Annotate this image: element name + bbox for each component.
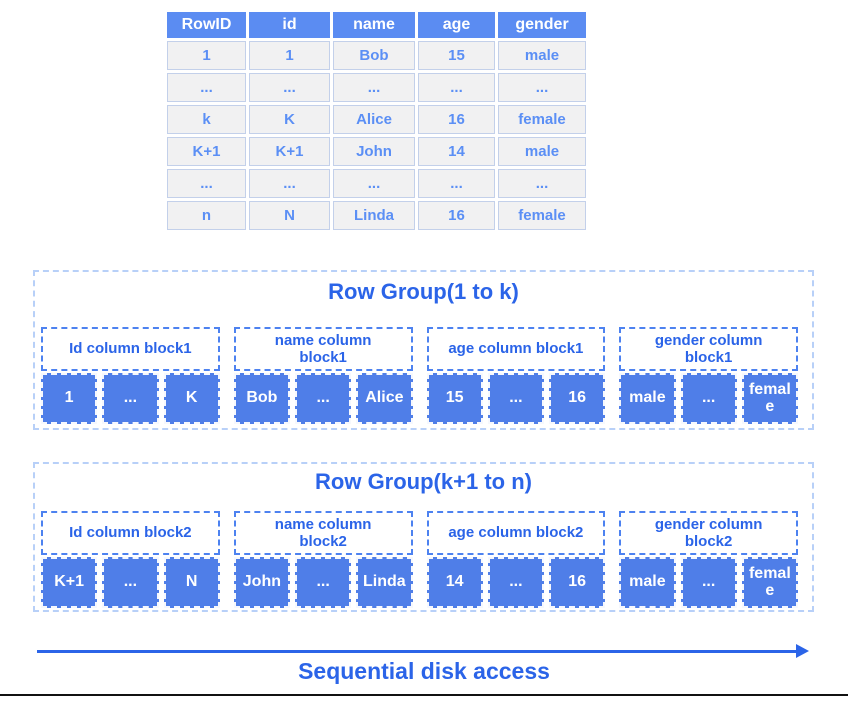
- block-cell: 14: [426, 557, 483, 608]
- column-block-label: age column block1: [426, 327, 606, 371]
- table-cell: male: [498, 137, 586, 166]
- block-cell: female: [741, 557, 798, 608]
- row-group-2: Row Group(k+1 to n) Id column block2 K+1…: [33, 462, 814, 612]
- bottom-divider: [0, 694, 848, 696]
- block-cell: ...: [295, 557, 352, 608]
- column-block-cells: Bob ... Alice: [233, 373, 413, 424]
- table-cell: ...: [167, 73, 246, 102]
- block-cell: ...: [487, 557, 544, 608]
- block-cell: Alice: [356, 373, 413, 424]
- table-cell: female: [498, 201, 586, 230]
- table-cell: K+1: [249, 137, 330, 166]
- table-cell: ...: [498, 73, 586, 102]
- table-header-cell: age: [418, 12, 495, 38]
- block-cell: ...: [680, 557, 737, 608]
- row-group-1: Row Group(1 to k) Id column block1 1 ...…: [33, 270, 814, 430]
- table-header-cell: name: [333, 12, 415, 38]
- table-cell: ...: [333, 169, 415, 198]
- block-cell: ...: [487, 373, 544, 424]
- table-cell: ...: [249, 73, 330, 102]
- table-cell: k: [167, 105, 246, 134]
- table-cell: Linda: [333, 201, 415, 230]
- table-cell: n: [167, 201, 246, 230]
- column-block-cells: male ... female: [619, 373, 798, 424]
- table-cell: 15: [418, 41, 495, 70]
- table-cell: female: [498, 105, 586, 134]
- column-block-label: gender column block1: [619, 327, 798, 371]
- column-block-cells: 14 ... 16: [426, 557, 606, 608]
- table-cell: N: [249, 201, 330, 230]
- table-cell: ...: [333, 73, 415, 102]
- column-block-cells: 1 ... K: [41, 373, 220, 424]
- table-cell: John: [333, 137, 415, 166]
- column-block-label: name column block1: [233, 327, 413, 371]
- block-cell: male: [619, 557, 676, 608]
- block-cell: John: [233, 557, 290, 608]
- table-cell: 1: [167, 41, 246, 70]
- column-block-name: name column block2 John ... Linda: [233, 511, 413, 608]
- block-cell: ...: [102, 373, 159, 424]
- block-cell: 16: [549, 373, 606, 424]
- column-block-label: name column block2: [233, 511, 413, 555]
- row-group-blocks: Id column block2 K+1 ... N name column b…: [35, 511, 812, 608]
- column-block-cells: John ... Linda: [233, 557, 413, 608]
- block-cell: 1: [41, 373, 98, 424]
- table-cell: Bob: [333, 41, 415, 70]
- table-header-cell: RowID: [167, 12, 246, 38]
- row-group-title: Row Group(1 to k): [328, 279, 519, 304]
- column-block-gender: gender column block2 male ... female: [619, 511, 798, 608]
- block-cell: 16: [549, 557, 606, 608]
- block-cell: female: [741, 373, 798, 424]
- column-block-cells: 15 ... 16: [426, 373, 606, 424]
- table-header-cell: gender: [498, 12, 586, 38]
- column-block-name: name column block1 Bob ... Alice: [233, 327, 413, 424]
- logical-table: RowID id name age gender 1 1 Bob 15 male…: [167, 12, 586, 230]
- block-cell: Linda: [356, 557, 413, 608]
- table-cell: ...: [167, 169, 246, 198]
- table-cell: ...: [249, 169, 330, 198]
- sequential-access-label: Sequential disk access: [298, 658, 550, 684]
- table-cell: 14: [418, 137, 495, 166]
- block-cell: 15: [426, 373, 483, 424]
- arrow-line: [37, 649, 796, 653]
- column-block-cells: K+1 ... N: [41, 557, 220, 608]
- table-header-cell: id: [249, 12, 330, 38]
- table-cell: ...: [498, 169, 586, 198]
- block-cell: K: [163, 373, 220, 424]
- table-cell: ...: [418, 73, 495, 102]
- table-cell: 16: [418, 201, 495, 230]
- block-cell: ...: [295, 373, 352, 424]
- right-arrow-icon: [796, 644, 809, 658]
- column-block-label: Id column block2: [41, 511, 220, 555]
- column-block-label: Id column block1: [41, 327, 220, 371]
- table-cell: Alice: [333, 105, 415, 134]
- block-cell: ...: [102, 557, 159, 608]
- row-group-blocks: Id column block1 1 ... K name column blo…: [35, 327, 812, 424]
- block-cell: ...: [680, 373, 737, 424]
- column-block-cells: male ... female: [619, 557, 798, 608]
- column-block-age: age column block2 14 ... 16: [426, 511, 606, 608]
- sequential-access-arrow: [37, 644, 809, 658]
- block-cell: N: [163, 557, 220, 608]
- column-block-label: gender column block2: [619, 511, 798, 555]
- column-block-id: Id column block2 K+1 ... N: [41, 511, 220, 608]
- table-cell: male: [498, 41, 586, 70]
- block-cell: K+1: [41, 557, 98, 608]
- column-block-gender: gender column block1 male ... female: [619, 327, 798, 424]
- table-cell: K: [249, 105, 330, 134]
- block-cell: Bob: [233, 373, 290, 424]
- table-cell: K+1: [167, 137, 246, 166]
- column-block-label: age column block2: [426, 511, 606, 555]
- table-cell: ...: [418, 169, 495, 198]
- column-block-id: Id column block1 1 ... K: [41, 327, 220, 424]
- table-cell: 1: [249, 41, 330, 70]
- block-cell: male: [619, 373, 676, 424]
- column-block-age: age column block1 15 ... 16: [426, 327, 606, 424]
- table-cell: 16: [418, 105, 495, 134]
- row-group-title: Row Group(k+1 to n): [315, 469, 532, 494]
